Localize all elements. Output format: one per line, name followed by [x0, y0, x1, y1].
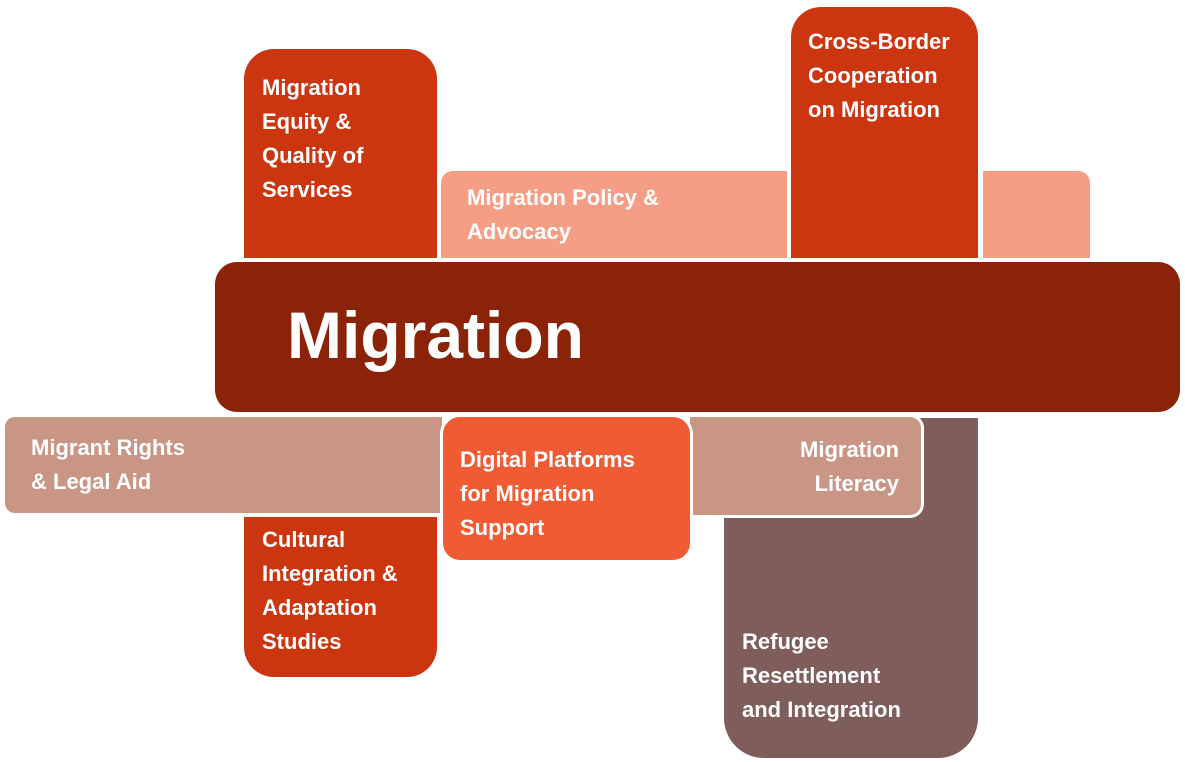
box-label: Migration Equity & Quality of Services: [262, 75, 364, 202]
box-migrant-rights: Migrant Rights & Legal Aid: [5, 417, 442, 513]
box-label: Refugee Resettlement and Integration: [742, 629, 901, 722]
box-label: Cross-Border Cooperation on Migration: [808, 29, 950, 122]
box-policy-extension: [983, 171, 1090, 258]
box-label: Migration Literacy: [800, 437, 899, 496]
box-label: Digital Platforms for Migration Support: [460, 447, 635, 540]
box-cross-border-cooperation: Cross-Border Cooperation on Migration: [791, 7, 978, 258]
central-topic: Migration: [215, 262, 1180, 412]
box-label: Migrant Rights & Legal Aid: [31, 435, 185, 494]
central-topic-label: Migration: [287, 298, 584, 372]
box-migration-equity: Migration Equity & Quality of Services: [244, 49, 437, 258]
box-digital-platforms: Digital Platforms for Migration Support: [440, 414, 693, 563]
box-cultural-integration: Cultural Integration & Adaptation Studie…: [244, 517, 437, 677]
box-migration-policy: Migration Policy & Advocacy: [441, 171, 787, 258]
box-label: Migration Policy & Advocacy: [467, 185, 659, 244]
box-migration-literacy: Migration Literacy: [690, 414, 924, 518]
box-label: Cultural Integration & Adaptation Studie…: [262, 527, 398, 654]
